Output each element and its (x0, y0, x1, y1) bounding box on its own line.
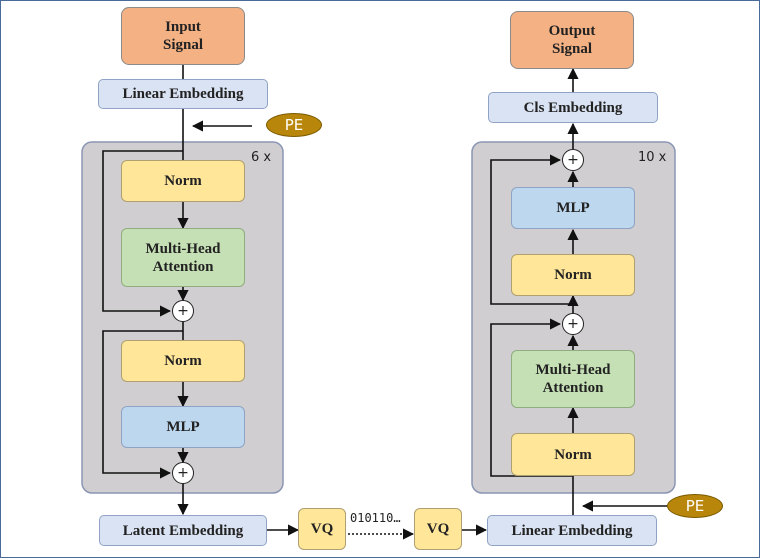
encoder-linear-embedding: Linear Embedding (98, 79, 268, 109)
cls-embedding-label: Cls Embedding (523, 99, 623, 116)
decoder-mlp-label: MLP (556, 200, 590, 216)
decoder-norm-bottom: Norm (511, 433, 635, 476)
encoder-pe-label: PE (284, 116, 304, 134)
vq-encoder-label: VQ (310, 521, 334, 537)
encoder-norm-1-label: Norm (164, 173, 202, 189)
decoder-add-bottom: + (562, 313, 584, 335)
decoder-add-top-symbol: + (567, 152, 579, 168)
encoder-norm-2-label: Norm (164, 353, 202, 369)
decoder-norm-top-label: Norm (554, 267, 592, 283)
encoder-norm-2: Norm (121, 340, 245, 382)
encoder-attention-label: Multi-Head Attention (145, 240, 221, 275)
encoder-add-2-symbol: + (177, 465, 189, 481)
decoder-norm-top: Norm (511, 254, 635, 296)
vq-decoder: VQ (414, 508, 462, 550)
vq-encoder: VQ (298, 508, 346, 550)
input-signal-node: Input Signal (121, 7, 245, 65)
latent-embedding: Latent Embedding (99, 515, 267, 546)
bitstream-label: 010110… (350, 511, 401, 525)
decoder-repeat-count: 10 x (638, 150, 667, 165)
decoder-linear-embedding-label: Linear Embedding (511, 522, 633, 539)
decoder-attention: Multi-Head Attention (511, 350, 635, 408)
vq-decoder-label: VQ (426, 521, 450, 537)
residual-decoder-2 (490, 154, 573, 305)
encoder-norm-1: Norm (121, 160, 245, 202)
decoder-pe-label: PE (685, 497, 705, 515)
decoder-attention-label: Multi-Head Attention (535, 362, 611, 396)
input-signal-label: Input Signal (162, 19, 204, 53)
decoder-linear-embedding: Linear Embedding (487, 515, 657, 546)
decoder-pe: PE (667, 494, 723, 518)
decoder-add-bottom-symbol: + (567, 316, 579, 332)
encoder-add-1-symbol: + (177, 303, 189, 319)
encoder-add-1: + (172, 300, 194, 322)
encoder-mlp-label: MLP (166, 419, 200, 435)
encoder-pe: PE (266, 113, 322, 137)
decoder-mlp: MLP (511, 187, 635, 229)
decoder-add-top: + (562, 149, 584, 171)
output-signal-label: Output Signal (548, 23, 596, 57)
encoder-attention: Multi-Head Attention (121, 228, 245, 287)
residual-encoder-2 (102, 330, 183, 479)
latent-embedding-label: Latent Embedding (122, 522, 244, 539)
output-signal-node: Output Signal (510, 11, 634, 69)
residual-decoder-1 (490, 318, 573, 477)
encoder-repeat-count: 6 x (251, 150, 272, 165)
encoder-add-2: + (172, 462, 194, 484)
encoder-mlp: MLP (121, 406, 245, 448)
residual-encoder-1 (102, 150, 183, 317)
encoder-linear-embedding-label: Linear Embedding (122, 86, 244, 102)
decoder-norm-bottom-label: Norm (554, 446, 592, 463)
cls-embedding: Cls Embedding (488, 92, 658, 123)
